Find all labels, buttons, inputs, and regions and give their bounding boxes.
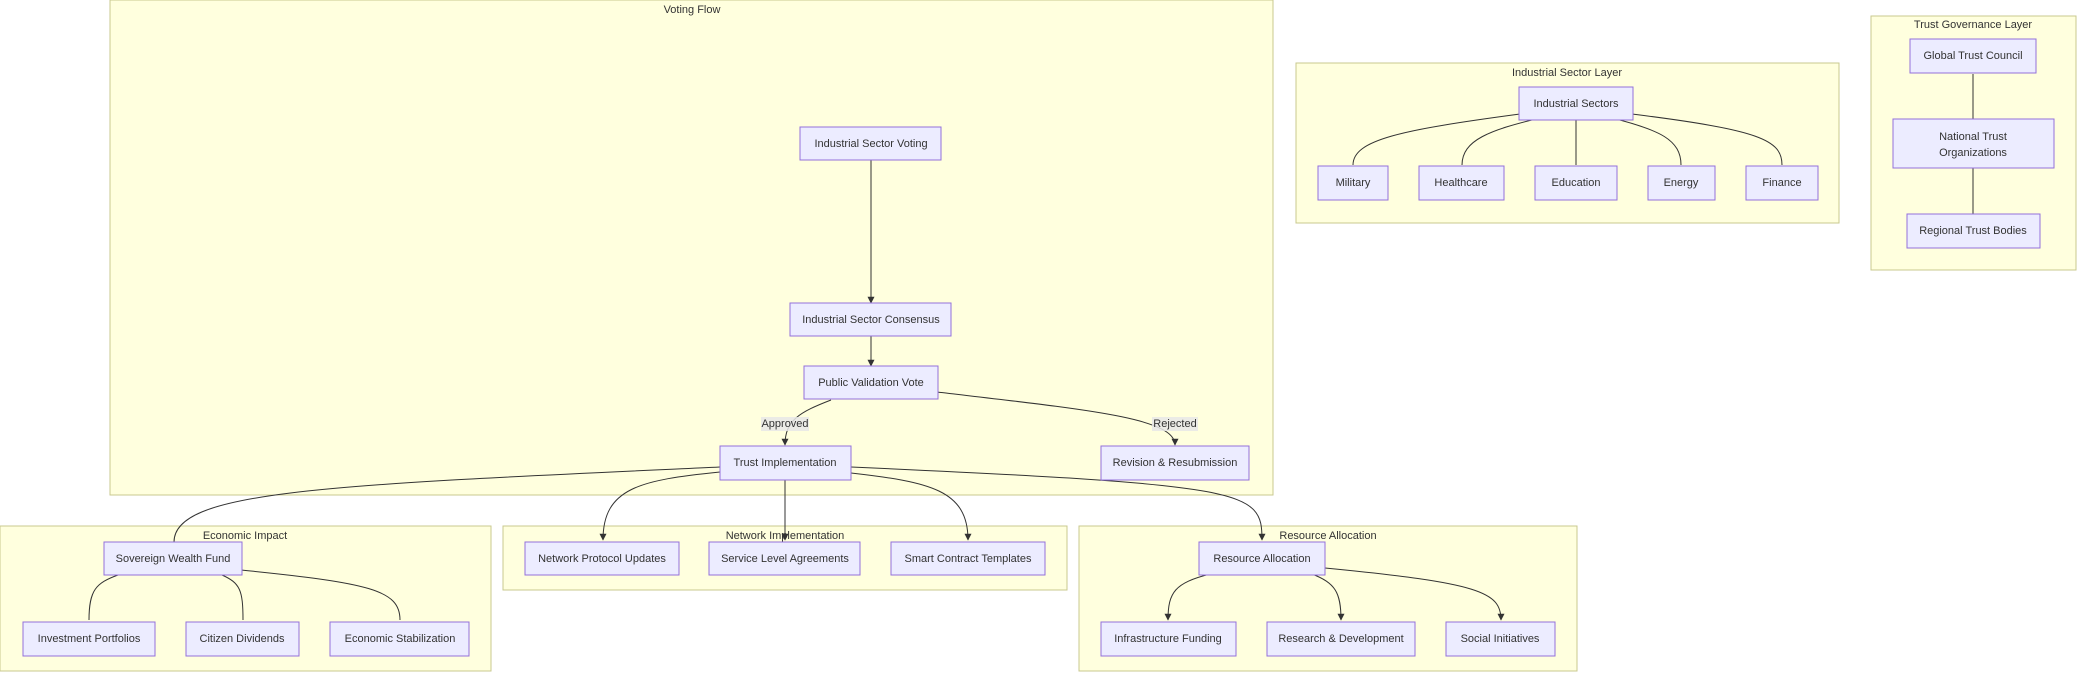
svg-text:Revision & Resubmission: Revision & Resubmission: [1113, 457, 1238, 469]
svg-text:Healthcare: Healthcare: [1434, 177, 1487, 189]
cluster-title-resource-allocation: Resource Allocation: [1279, 530, 1376, 542]
edge-sovereign-fund-to-investment: [88, 574, 119, 621]
svg-text:National Trust: National Trust: [1939, 131, 2007, 143]
svg-text:Infrastructure Funding: Infrastructure Funding: [1114, 633, 1222, 645]
svg-text:Regional Trust Bodies: Regional Trust Bodies: [1919, 225, 2027, 237]
node-social-initiatives[interactable]: Social Initiatives: [1445, 621, 1556, 657]
edge-sovereign-fund-to-dividends: [221, 574, 244, 621]
node-industrial-sectors[interactable]: Industrial Sectors: [1518, 86, 1634, 121]
svg-text:Citizen Dividends: Citizen Dividends: [200, 633, 285, 645]
edge-trust-impl-to-network-protocol: [599, 471, 721, 541]
node-finance[interactable]: Finance: [1745, 165, 1819, 201]
node-regional-trust-bodies[interactable]: Regional Trust Bodies: [1906, 213, 2041, 249]
node-trust-implementation[interactable]: Trust Implementation: [719, 445, 852, 481]
edge-sectors-to-finance: [1631, 113, 1783, 166]
edge-trust-impl-to-sovereign-fund: [173, 466, 721, 543]
svg-text:Military: Military: [1336, 177, 1371, 189]
edge-resource-to-infrastructure: [1164, 573, 1211, 621]
edge-resource-to-social: [1324, 567, 1505, 621]
cluster-title-economic-impact: Economic Impact: [203, 530, 287, 542]
edge-sectors-to-healthcare: [1461, 117, 1541, 166]
svg-text:Service Level Agreements: Service Level Agreements: [721, 553, 849, 565]
svg-text:Global Trust Council: Global Trust Council: [1923, 50, 2022, 62]
edge-trust-impl-to-smart-contract: [850, 472, 972, 541]
svg-text:Public Validation Vote: Public Validation Vote: [818, 377, 924, 389]
svg-text:Energy: Energy: [1664, 177, 1699, 189]
edge-public-vote-to-revision: [936, 391, 1179, 446]
edge-sovereign-fund-to-stabilization: [240, 569, 401, 621]
edge-label-approved-text: Approved: [761, 418, 808, 430]
edge-label-rejected-text: Rejected: [1153, 418, 1196, 430]
node-service-level-agreements[interactable]: Service Level Agreements: [708, 541, 861, 576]
node-national-trust-organizations[interactable]: National Trust Organizations: [1892, 118, 2055, 169]
node-resource-allocation[interactable]: Resource Allocation: [1198, 541, 1326, 576]
node-economic-stabilization[interactable]: Economic Stabilization: [329, 621, 470, 657]
svg-text:Industrial Sector Consensus: Industrial Sector Consensus: [802, 314, 940, 326]
cluster-title-trust-governance-layer: Trust Governance Layer: [1914, 19, 2033, 31]
node-investment-portfolios[interactable]: Investment Portfolios: [22, 621, 156, 657]
svg-text:Finance: Finance: [1762, 177, 1801, 189]
svg-text:Resource Allocation: Resource Allocation: [1213, 553, 1310, 565]
node-public-validation-vote[interactable]: Public Validation Vote: [803, 365, 939, 400]
edge-resource-to-research: [1311, 573, 1345, 621]
svg-text:Social Initiatives: Social Initiatives: [1461, 633, 1540, 645]
svg-text:Organizations: Organizations: [1939, 147, 2007, 159]
node-infrastructure-funding[interactable]: Infrastructure Funding: [1100, 621, 1237, 657]
edge-sectors-to-energy: [1611, 117, 1682, 166]
edge-trust-impl-to-resource-allocation: [850, 466, 1266, 541]
node-education[interactable]: Education: [1534, 165, 1618, 201]
node-network-protocol-updates[interactable]: Network Protocol Updates: [524, 541, 680, 576]
node-revision-resubmission[interactable]: Revision & Resubmission: [1100, 445, 1250, 481]
svg-text:Industrial Sector Voting: Industrial Sector Voting: [814, 138, 927, 150]
svg-text:Investment Portfolios: Investment Portfolios: [38, 633, 141, 645]
cluster-title-industrial-sector-layer: Industrial Sector Layer: [1512, 67, 1622, 79]
node-citizen-dividends[interactable]: Citizen Dividends: [185, 621, 300, 657]
svg-text:Education: Education: [1552, 177, 1601, 189]
cluster-voting-flow: Voting Flow: [109, 0, 1274, 496]
node-industrial-sector-voting[interactable]: Industrial Sector Voting: [799, 126, 942, 161]
svg-text:Research & Development: Research & Development: [1278, 633, 1403, 645]
svg-text:Network Protocol Updates: Network Protocol Updates: [538, 553, 666, 565]
edge-label-approved: Approved: [761, 417, 809, 431]
node-sovereign-wealth-fund[interactable]: Sovereign Wealth Fund: [103, 541, 243, 576]
svg-text:Economic Stabilization: Economic Stabilization: [345, 633, 456, 645]
svg-text:Trust Implementation: Trust Implementation: [734, 457, 837, 469]
svg-text:Sovereign Wealth Fund: Sovereign Wealth Fund: [116, 553, 231, 565]
node-global-trust-council[interactable]: Global Trust Council: [1909, 38, 2037, 74]
node-industrial-sector-consensus[interactable]: Industrial Sector Consensus: [789, 302, 952, 337]
edge-sectors-to-military: [1352, 113, 1521, 166]
edges: [88, 74, 1974, 621]
node-military[interactable]: Military: [1317, 165, 1389, 201]
cluster-title-voting-flow: Voting Flow: [664, 4, 721, 16]
node-smart-contract-templates[interactable]: Smart Contract Templates: [890, 541, 1046, 576]
node-research-development[interactable]: Research & Development: [1266, 621, 1416, 657]
node-energy[interactable]: Energy: [1647, 165, 1716, 201]
edge-label-rejected: Rejected: [1152, 417, 1198, 431]
svg-text:Smart Contract Templates: Smart Contract Templates: [905, 553, 1032, 565]
node-healthcare[interactable]: Healthcare: [1418, 165, 1505, 201]
svg-text:Industrial Sectors: Industrial Sectors: [1534, 98, 1619, 110]
